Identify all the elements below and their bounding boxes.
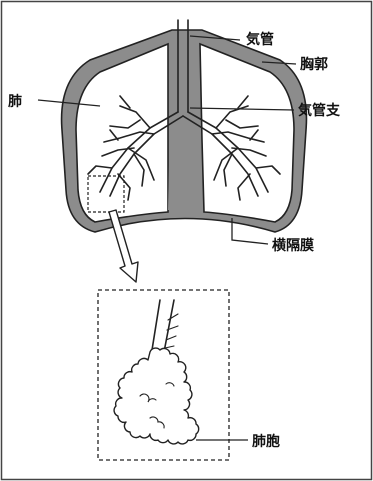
enlarged-bronchiole — [152, 300, 178, 352]
label-lung: 肺 — [8, 94, 22, 110]
alveoli-cluster — [114, 348, 199, 444]
label-trachea: 気管 — [246, 31, 274, 48]
label-diaphragm: 横隔膜 — [272, 237, 314, 254]
label-rib-cage: 胸郭 — [300, 56, 328, 73]
mediastinum — [168, 120, 202, 210]
label-bronchus: 気管支 — [298, 102, 341, 119]
label-alveoli: 肺胞 — [252, 433, 280, 450]
